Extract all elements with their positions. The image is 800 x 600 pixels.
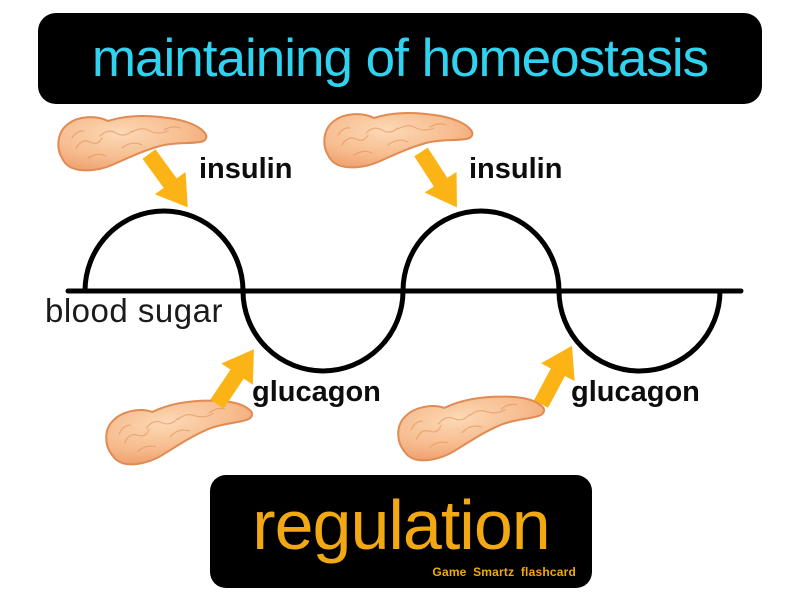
glucagon-label-left: glucagon: [252, 376, 381, 408]
pancreas-icon-top-left: [57, 115, 208, 172]
pancreas-icon-top-right: [323, 112, 474, 169]
insulin-arrow-icon-right: [405, 141, 473, 218]
credit-text: Game Smartz flashcard: [432, 565, 576, 579]
glucagon-label-right: glucagon: [571, 376, 700, 408]
title-banner: maintaining of homeostasis: [38, 13, 762, 104]
page-title: maintaining of homeostasis: [91, 29, 709, 88]
insulin-label-right: insulin: [469, 153, 563, 185]
blood-sugar-label: blood sugar: [45, 292, 223, 329]
insulin-label-left: insulin: [199, 153, 293, 185]
insulin-arrow-icon-left: [133, 142, 204, 219]
pancreas-icon-bottom-right: [393, 388, 550, 465]
regulation-title: regulation: [252, 485, 550, 564]
pancreas-icon-bottom-left: [101, 392, 258, 469]
regulation-banner: regulation Game Smartz flashcard: [210, 475, 592, 588]
blood-sugar-wave: [82, 208, 723, 374]
